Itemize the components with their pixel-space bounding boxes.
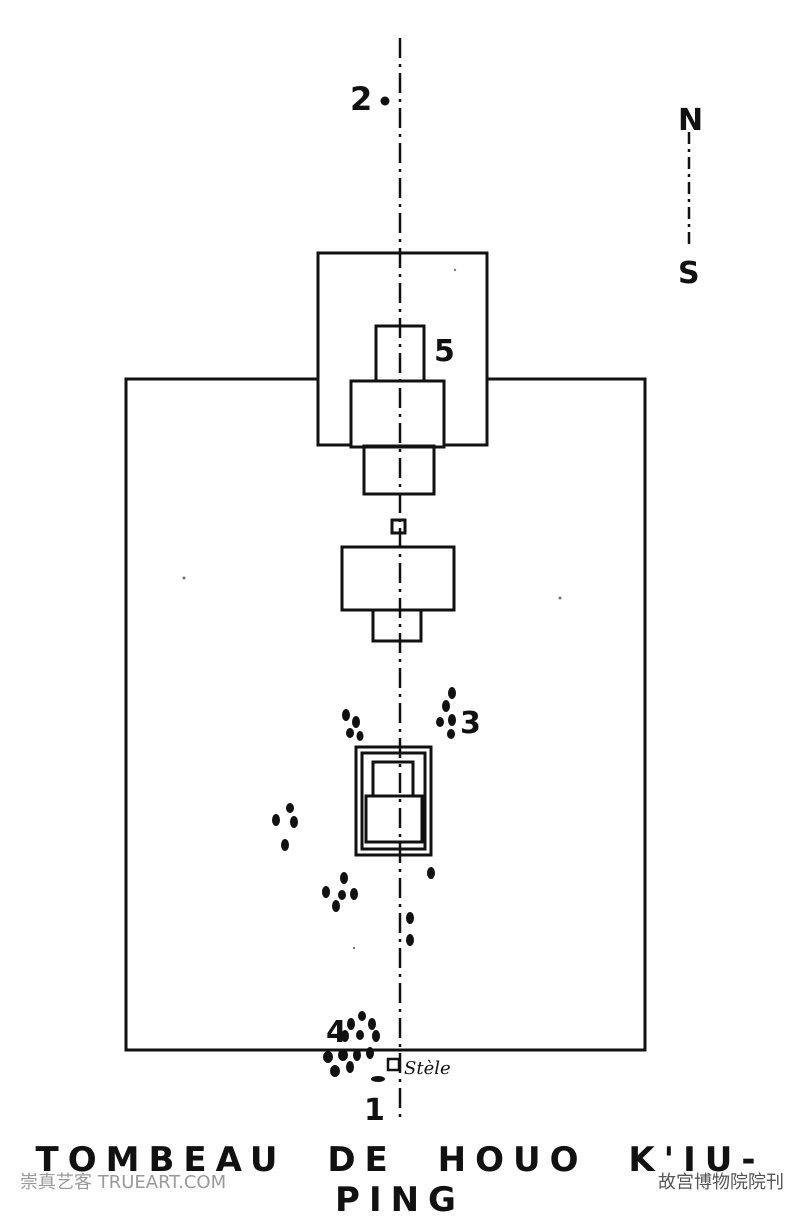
compass-south-label: S [678,256,700,291]
marker-5: 5 [434,334,455,369]
stele-box [386,1057,401,1072]
pavilion-top [371,760,415,798]
pavilion-outer [354,745,433,857]
main-enclosure [124,377,647,1052]
compass: N S [678,103,703,291]
pavilion-bottom [364,794,424,844]
marker-2: 2 [350,80,372,118]
watermark-left: 崇真艺客 TRUEART.COM [20,1172,227,1193]
watermark-right: 故宫博物院院刊 [658,1172,784,1193]
marker-4: 4 [326,1015,347,1050]
small-square-marker [390,518,407,535]
stele-label: Stèle [404,1058,451,1079]
pavilion-inner [360,751,427,851]
marker-1: 1 [364,1093,385,1128]
marker-3: 3 [460,706,481,741]
middle-hall [340,545,456,612]
compass-north-label: N [678,103,703,138]
marker-2-dot [380,96,390,106]
building-5-middle [349,379,446,449]
tree-dots [272,687,456,1082]
middle-hall-porch [371,608,423,643]
